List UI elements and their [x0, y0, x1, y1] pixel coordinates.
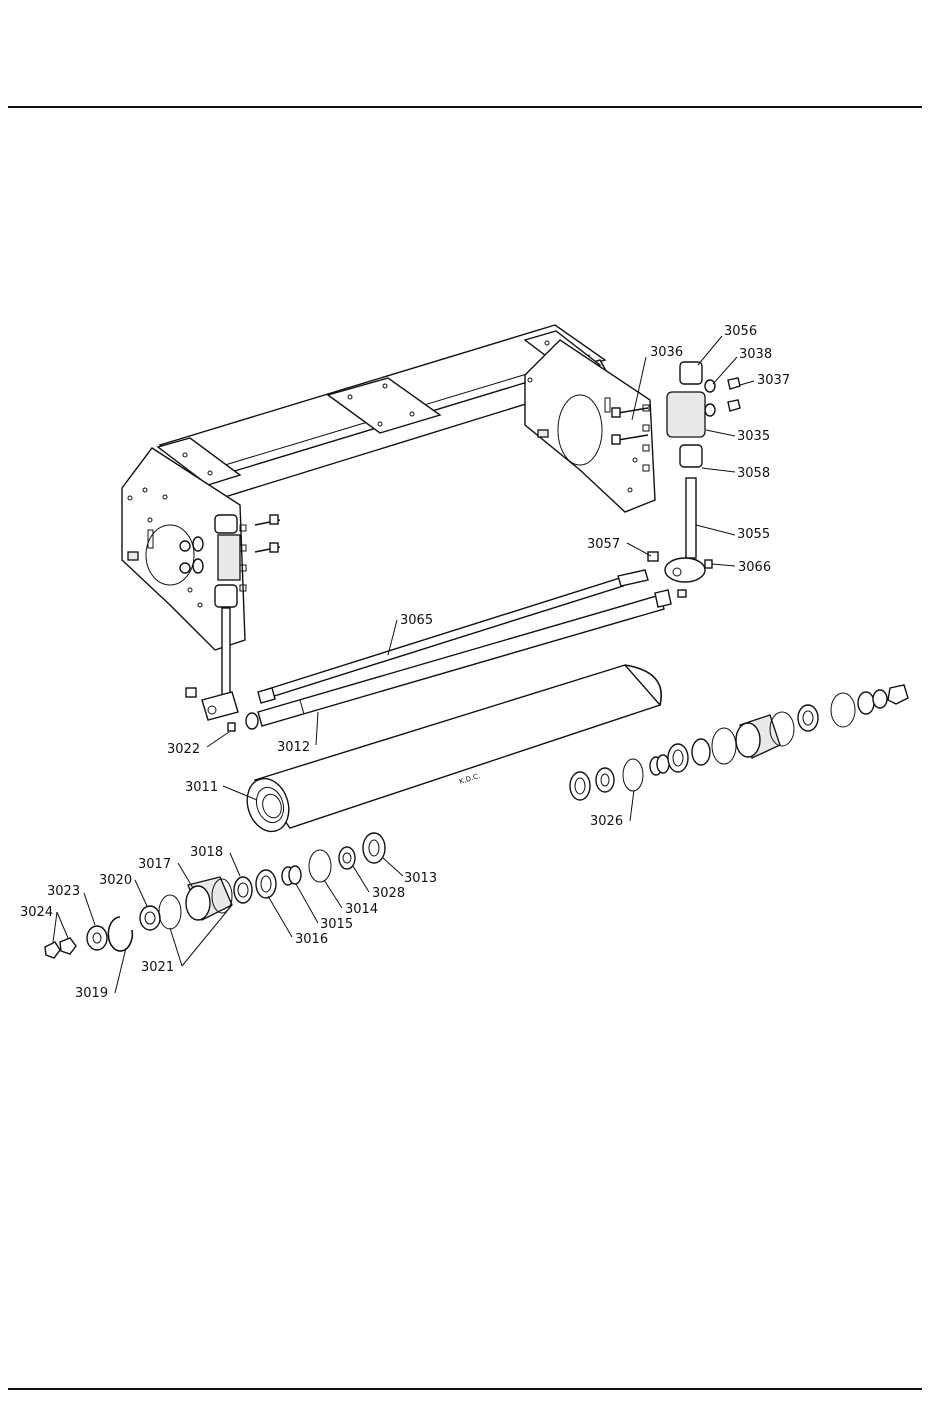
cylinder-marking: K.D.C. — [458, 772, 481, 786]
callout-3058: 3058 — [737, 466, 770, 481]
callout-3028: 3028 — [372, 886, 405, 901]
callout-3014: 3014 — [345, 902, 378, 917]
callout-3037: 3037 — [757, 373, 790, 388]
callout-3057: 3057 — [587, 537, 620, 552]
callout-3020: 3020 — [99, 873, 132, 888]
callout-3036: 3036 — [650, 345, 683, 360]
callout-3015: 3015 — [320, 917, 353, 932]
callout-3065: 3065 — [400, 613, 433, 628]
callout-3012: 3012 — [277, 740, 310, 755]
callout-3022: 3022 — [167, 742, 200, 757]
callout-3021: 3021 — [141, 960, 174, 975]
callout-3055: 3055 — [737, 527, 770, 542]
callout-3056: 3056 — [724, 324, 757, 339]
callout-3038: 3038 — [739, 347, 772, 362]
callout-3017: 3017 — [138, 857, 171, 872]
callout-3011: 3011 — [185, 780, 218, 795]
callout-3026: 3026 — [590, 814, 623, 829]
callout-3018: 3018 — [190, 845, 223, 860]
callout-3019: 3019 — [75, 986, 108, 1001]
callout-3016: 3016 — [295, 932, 328, 947]
callout-3013: 3013 — [404, 871, 437, 886]
callout-3023: 3023 — [47, 884, 80, 899]
callout-3035: 3035 — [737, 429, 770, 444]
callout-3024: 3024 — [20, 905, 53, 920]
callout-3066: 3066 — [738, 560, 771, 575]
